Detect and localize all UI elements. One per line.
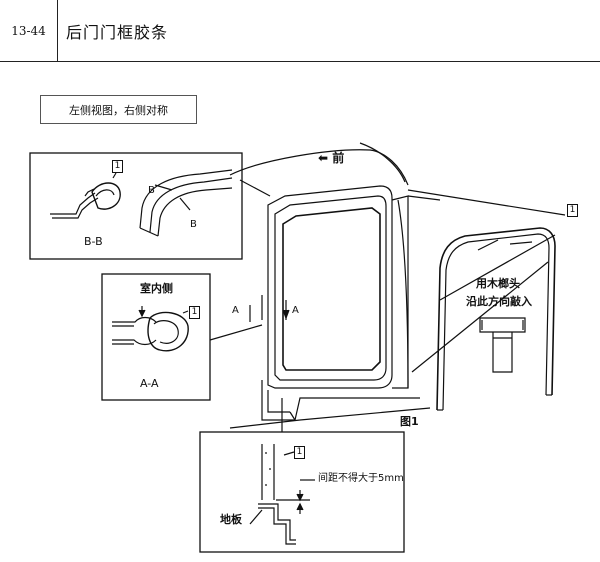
- door-frame-outer: [267, 185, 393, 389]
- door-frame-inner: [274, 195, 387, 381]
- cut-b-lower: B: [190, 219, 197, 230]
- page-header: 13-44 后门门框胶条: [0, 0, 600, 62]
- front-label: ⬅ 前: [318, 151, 345, 165]
- hammer-note-line2: 沿此方向敲入: [466, 295, 532, 308]
- gap-note: 间距不得大于5mm: [318, 473, 404, 484]
- hammer-note-line1: 用木榔头: [476, 277, 520, 290]
- section-number: 13-44: [0, 0, 58, 61]
- cut-b-upper: B: [148, 185, 155, 196]
- front-arrow-icon: ⬅: [318, 151, 329, 165]
- callout-1-icon: 1: [112, 160, 123, 173]
- view-caption: 左侧视图，右侧对称: [40, 95, 197, 124]
- section-bb-label: B-B: [84, 235, 103, 248]
- floor-plate: [258, 503, 296, 541]
- callout-1-icon: 1: [189, 306, 200, 319]
- callout-1-icon: 1: [294, 446, 305, 459]
- cut-a-right: A: [292, 305, 299, 316]
- section-aa-label: A-A: [140, 377, 159, 390]
- roof-outline: [229, 149, 409, 186]
- mallet-icon: [479, 317, 526, 373]
- section-aa-box: [101, 273, 211, 401]
- cut-a-left: A: [232, 305, 239, 316]
- floor-seal-vertical: [261, 444, 275, 500]
- floor-label: 地板: [220, 513, 242, 526]
- floor-detail-box: [199, 431, 405, 553]
- bb-door-edge: [139, 169, 233, 229]
- door-seal-strip: [282, 207, 381, 371]
- bb-bracket: [50, 192, 96, 215]
- door-frame-seal-drawing: [29, 142, 566, 553]
- callout-1-icon: 1: [567, 204, 578, 217]
- page-title: 后门门框胶条: [66, 22, 169, 42]
- figure-number: 图1: [400, 415, 419, 428]
- bb-seal-profile: [91, 182, 121, 210]
- interior-side-label: 室内侧: [140, 282, 173, 295]
- loose-seal-strip: [436, 227, 556, 411]
- section-bb-box: [29, 152, 243, 260]
- door-sill: [261, 380, 420, 421]
- aa-seal-profile: [147, 311, 189, 352]
